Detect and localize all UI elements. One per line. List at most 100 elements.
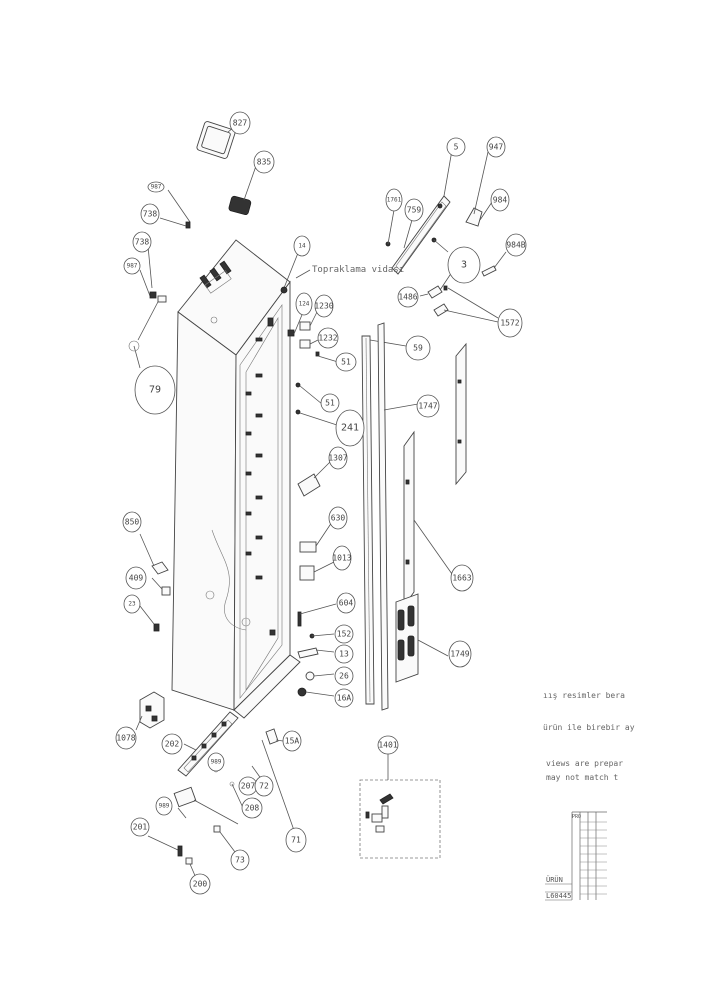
title-block-label: ÜRÜN [546,875,563,884]
callout-124: 124 [295,292,313,316]
callout-bubble [404,198,424,222]
callout-bubble [140,203,160,225]
callout-1747: 1747 [416,394,440,418]
center-parts [280,247,341,697]
callout-bubble [336,592,356,614]
callout-number: 835 [257,158,272,167]
cabinet-body [171,239,301,719]
callout-number: 630 [331,514,346,523]
title-block: ÜRÜN L60445 PRO [545,811,607,901]
callout-1232: 1232 [317,327,339,349]
callout-number: 987 [127,263,138,270]
callout-bubble [334,624,354,644]
callout-number: 409 [129,574,144,583]
callout-bubble [335,352,357,372]
callout-bubble [161,733,183,755]
callout-bubble [450,564,474,592]
callout-number: 15A [285,737,300,746]
callout-827: 827 [229,111,251,135]
callout-bubble [130,817,150,837]
title-block-code: L60445 [546,892,571,900]
callout-738a: 738 [140,203,160,225]
callout-bubble [385,188,403,212]
callout-1307: 1307 [328,446,348,470]
screw-label: Topraklama vidası [312,265,404,275]
callout-number: 13 [339,650,349,659]
callout-984B: 984B [505,233,527,257]
left-parts [128,121,297,879]
callout-73: 73 [230,849,250,871]
callout-number: 1486 [398,293,417,302]
callout-number: 1401 [378,741,397,750]
callout-bubble [125,566,147,590]
callout-5: 5 [446,137,466,157]
callout-bubble [155,796,173,816]
callout-number: 987 [151,184,162,191]
callout-1761: 1761 [385,188,403,212]
callout-241: 241 [335,409,365,447]
callout-bubble [497,308,523,338]
callout-201: 201 [130,817,150,837]
callout-number: 72 [259,782,269,791]
callout-number: 1761 [387,197,402,204]
note-line-4: may not match t [546,773,618,782]
callout-bubble [334,644,354,664]
callout-bubble [335,409,365,447]
callout-number: 26 [339,672,349,681]
callout-number: 850 [125,518,140,527]
callout-number: 1572 [500,319,519,328]
callout-1749: 1749 [448,640,472,668]
callout-26: 26 [334,666,354,686]
callout-13: 13 [334,644,354,664]
callout-bubble [447,246,481,284]
callout-1013: 1013 [332,545,352,571]
callout-14: 14 [293,235,311,257]
callout-1663: 1663 [450,564,474,592]
callout-number: 16A [337,694,352,703]
callout-984: 984 [490,188,510,212]
callout-number: 152 [337,630,352,639]
callout-number: 23 [128,601,136,608]
callout-number: 73 [235,856,245,865]
callout-bubble [147,181,165,193]
callout-72: 72 [254,775,274,797]
callout-number: 5 [454,143,459,152]
callout-152: 152 [334,624,354,644]
callout-number: 1663 [452,574,471,583]
callout-bubble [123,594,141,614]
callout-number: 1078 [116,734,135,743]
callout-number: 1749 [450,650,469,659]
callout-bubble [241,797,263,819]
callout-number: 59 [413,344,423,353]
callout-number: 1747 [418,402,437,411]
callout-number: 51 [341,358,351,367]
door-parts [359,149,507,859]
callout-79: 79 [134,365,176,415]
callout-16A: 16A [334,688,354,708]
callout-15A: 15A [282,730,302,752]
callout-bubble [320,393,340,413]
callout-3: 3 [447,246,481,284]
callout-bubble [317,327,339,349]
callout-bubble [377,735,399,755]
callout-bubble [314,294,334,318]
callout-bubble [328,506,348,530]
callout-number: 1307 [328,454,347,463]
callout-number: 241 [341,423,359,434]
callout-1401: 1401 [377,735,399,755]
callout-bubble [134,365,176,415]
callout-987b: 987 [123,257,141,275]
callout-738b: 738 [132,231,152,253]
callout-604: 604 [336,592,356,614]
callout-number: 202 [165,740,180,749]
callout-number: 71 [291,836,301,845]
callout-1230a: 1230 [314,294,334,318]
callout-947: 947 [486,136,506,158]
callout-number: 827 [233,119,248,128]
title-block-header: PRO [572,814,581,820]
callout-bubble [123,257,141,275]
callout-number: 1230 [314,302,333,311]
callout-number: 207 [241,782,256,791]
callout-number: 51 [325,399,335,408]
